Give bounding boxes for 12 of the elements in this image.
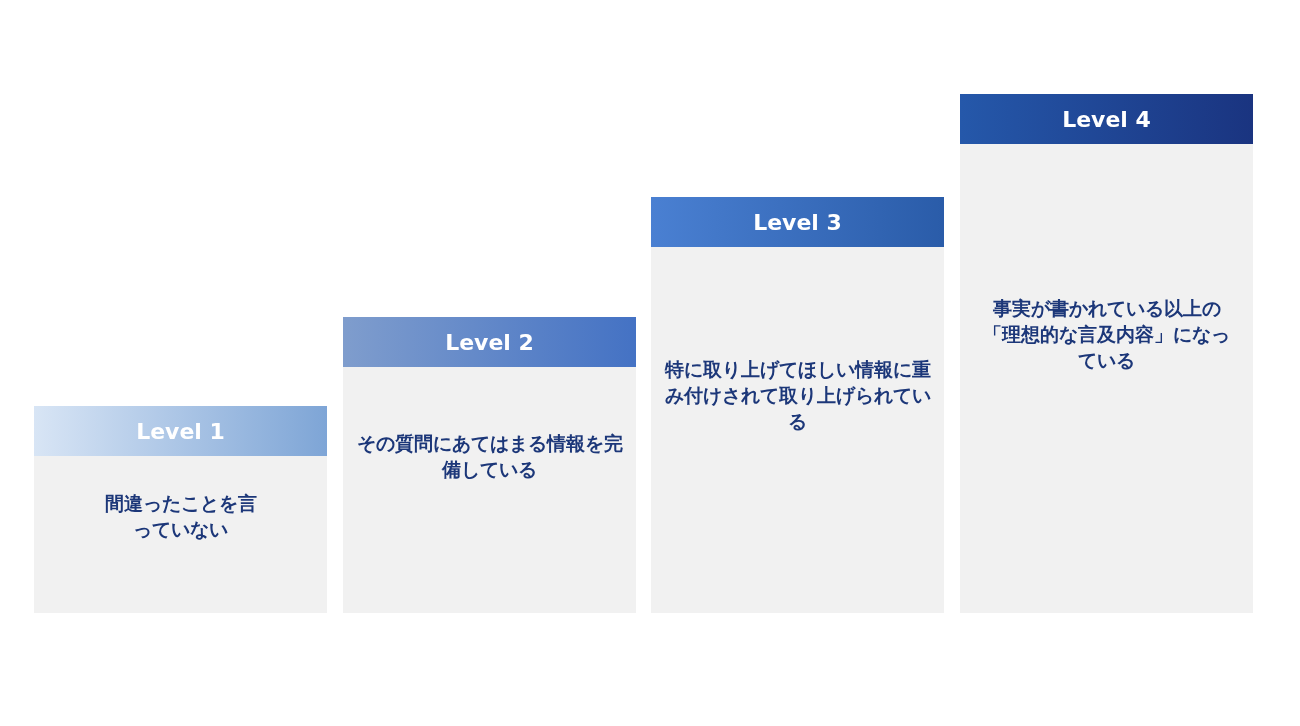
level-column xyxy=(651,197,944,613)
level-heading: Level 3 xyxy=(753,209,842,235)
level-description: 事実が書かれている以上の「理想的な言及内容」になっている xyxy=(982,296,1231,373)
level-heading: Level 2 xyxy=(445,329,534,355)
level-column xyxy=(34,406,327,613)
level-description: 特に取り上げてほしい情報に重み付けされて取り上げられている xyxy=(663,357,932,434)
level-column xyxy=(960,94,1253,613)
level-description: 間違ったことを言っていない xyxy=(103,490,258,542)
level-description: その質問にあてはまる情報を完備している xyxy=(355,430,624,482)
level-heading: Level 1 xyxy=(136,418,225,444)
level-heading: Level 4 xyxy=(1062,106,1151,132)
level-column xyxy=(343,317,636,613)
